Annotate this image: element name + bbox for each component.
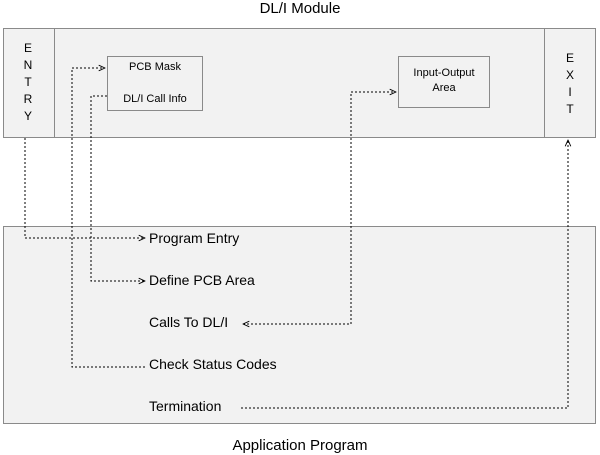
exit-label: E X I T xyxy=(565,51,574,116)
termination-to-exit-connector xyxy=(241,140,568,409)
status-codes-to-pcb-mask-connector xyxy=(71,68,145,368)
program-title: Application Program xyxy=(232,437,368,454)
step-define-pcb-area: Define PCB Area xyxy=(149,272,255,288)
entry-to-program-entry-connector xyxy=(24,138,145,238)
entry-label: E N T R Y xyxy=(23,41,33,123)
calls-to-io-area-connector xyxy=(243,92,396,324)
io-area-box xyxy=(398,56,490,108)
step-program-entry: Program Entry xyxy=(149,230,240,246)
exit-column xyxy=(544,28,596,138)
call-info-to-define-pcb-connector xyxy=(90,95,145,281)
pcb-mask-label: PCB Mask xyxy=(129,61,181,73)
step-calls-to-dli: Calls To DL/I xyxy=(149,314,229,330)
module-title: DL/I Module xyxy=(259,0,341,17)
step-check-status-codes: Check Status Codes xyxy=(149,356,277,372)
io-area-label-line1: Input-Output xyxy=(413,67,475,79)
entry-column xyxy=(3,28,55,138)
call-info-label: DL/I Call Info xyxy=(123,93,187,105)
pcb-mask-box xyxy=(107,56,203,111)
io-area-label-line2: Area xyxy=(432,82,456,94)
step-termination: Termination xyxy=(149,398,222,414)
